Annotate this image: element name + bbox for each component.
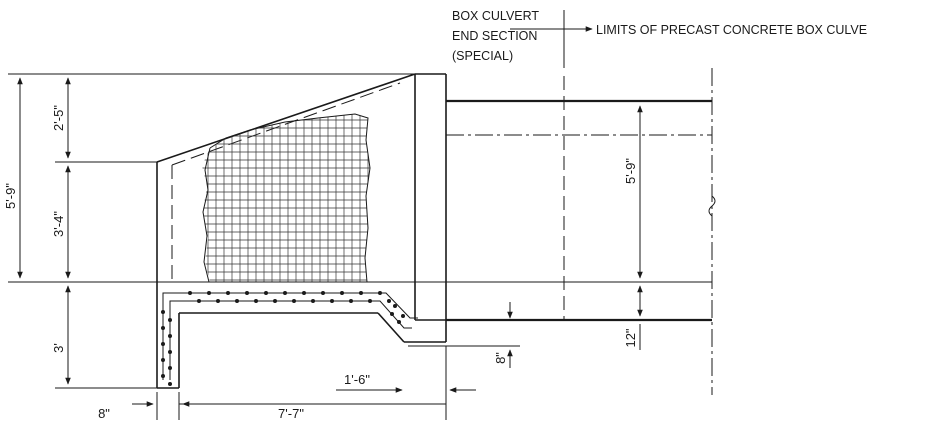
limits-label: LIMITS OF PRECAST CONCRETE BOX CULVE	[596, 23, 867, 37]
dim-culvert-height: 5'-9"	[623, 158, 638, 184]
box-culvert-label-2: END SECTION	[452, 29, 537, 43]
reinforcing-bars	[161, 291, 418, 386]
mesh-break-outline	[202, 113, 371, 283]
dim-overall-height-left: 5'-9"	[3, 183, 18, 209]
box-culvert-label-1: BOX CULVERT	[452, 9, 539, 23]
dim-taper-length: 1'-6"	[344, 372, 370, 387]
dim-wall-thickness: 8"	[98, 406, 110, 421]
box-culvert-label-3: (SPECIAL)	[452, 49, 513, 63]
dimension-text: 5'-9" 2'-5" 3'-4" 3' 8" 7'-7" 1'-6" 8" 5…	[3, 105, 638, 421]
wire-mesh	[202, 114, 370, 282]
dim-footing-depth: 3'	[51, 343, 66, 353]
dim-slab-length: 7'-7"	[278, 406, 304, 421]
title-block: BOX CULVERT END SECTION (SPECIAL) LIMITS…	[452, 9, 867, 63]
headwall-hidden-lines	[171, 82, 401, 284]
headwall-outline	[156, 73, 447, 389]
dimension-lines	[17, 26, 643, 407]
extension-lines	[8, 73, 520, 420]
dim-upper-slope-height: 2'-5"	[51, 105, 66, 131]
dim-wall-height: 3'-4"	[51, 211, 66, 237]
culvert-barrel	[446, 10, 716, 395]
dim-slab-step: 8"	[493, 352, 508, 364]
break-symbol	[708, 195, 716, 217]
dim-culvert-slab: 12"	[623, 328, 638, 347]
